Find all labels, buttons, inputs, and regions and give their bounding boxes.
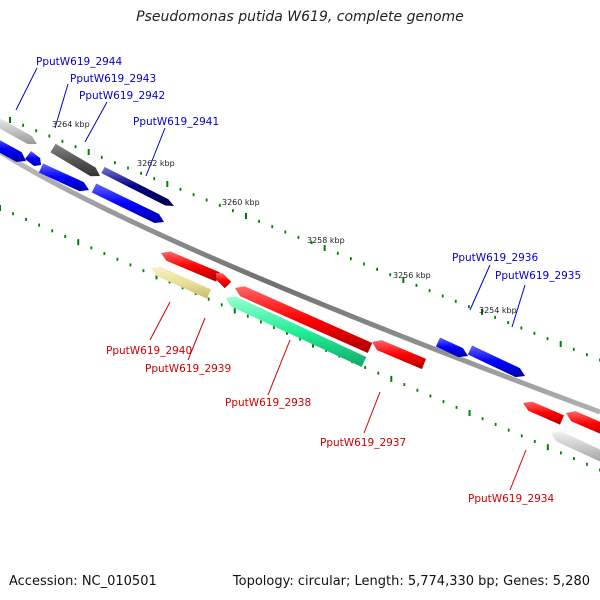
gene-arrow[interactable] bbox=[566, 411, 600, 437]
gene-arrow[interactable] bbox=[0, 136, 26, 162]
callout-line bbox=[54, 83, 69, 129]
callout-line bbox=[187, 317, 206, 361]
gene-label[interactable]: PputW619_2935 bbox=[495, 270, 581, 282]
gene-label[interactable]: PputW619_2941 bbox=[133, 116, 219, 128]
gene-arrow[interactable] bbox=[38, 163, 89, 192]
gene-label[interactable]: PputW619_2938 bbox=[225, 397, 311, 409]
callout-line bbox=[511, 284, 526, 328]
gene-features bbox=[0, 114, 600, 465]
gene-callout-lines bbox=[15, 67, 527, 491]
kbp-label: 3262 kbp bbox=[137, 159, 175, 168]
gene-arrow[interactable] bbox=[523, 401, 564, 425]
tick-marks bbox=[0, 117, 600, 472]
gene-arrow[interactable] bbox=[226, 296, 367, 367]
gene-label[interactable]: PputW619_2936 bbox=[452, 252, 538, 264]
gene-label[interactable]: PputW619_2943 bbox=[70, 73, 156, 85]
gene-arrow[interactable] bbox=[91, 183, 164, 224]
gene-arrow[interactable] bbox=[435, 337, 468, 358]
kbp-label: 3260 kbp bbox=[222, 198, 260, 207]
callout-line bbox=[15, 67, 38, 111]
gene-label[interactable]: PputW619_2940 bbox=[106, 345, 192, 357]
callout-line bbox=[469, 264, 491, 311]
callout-line bbox=[267, 339, 291, 396]
gene-arrow[interactable] bbox=[467, 345, 525, 378]
callout-line bbox=[84, 101, 108, 143]
gene-label[interactable]: PputW619_2942 bbox=[79, 90, 165, 102]
gene-arrow[interactable] bbox=[0, 114, 37, 145]
kbp-label: 3264 kbp bbox=[52, 120, 90, 129]
callout-line bbox=[145, 127, 166, 177]
gene-arrow[interactable] bbox=[25, 151, 41, 166]
genome-backbone bbox=[0, 149, 600, 415]
callout-line bbox=[149, 301, 171, 341]
map-title: Pseudomonas putida W619, complete genome bbox=[136, 9, 464, 25]
gene-label[interactable]: PputW619_2934 bbox=[468, 493, 554, 505]
gene-label[interactable]: PputW619_2944 bbox=[36, 56, 122, 68]
kbp-label: 3256 kbp bbox=[393, 271, 431, 280]
gene-label[interactable]: PputW619_2937 bbox=[320, 437, 406, 449]
topology-text: Topology: circular; Length: 5,774,330 bp… bbox=[232, 574, 590, 589]
accession-text: Accession: NC_010501 bbox=[9, 574, 157, 589]
gene-arrow[interactable] bbox=[551, 431, 600, 465]
kbp-label: 3258 kbp bbox=[307, 236, 345, 245]
gene-arrow[interactable] bbox=[161, 251, 220, 282]
gene-arrow[interactable] bbox=[101, 166, 174, 206]
gene-label[interactable]: PputW619_2939 bbox=[145, 363, 231, 375]
gene-arrow[interactable] bbox=[235, 286, 373, 353]
callout-line bbox=[509, 449, 527, 491]
gene-arrow[interactable] bbox=[372, 340, 427, 370]
gene-arrow[interactable] bbox=[151, 266, 211, 299]
gene-arrow[interactable] bbox=[216, 273, 232, 289]
callout-line bbox=[363, 391, 381, 434]
kbp-label: 3254 kbp bbox=[479, 306, 517, 315]
gene-arrow[interactable] bbox=[50, 143, 100, 177]
